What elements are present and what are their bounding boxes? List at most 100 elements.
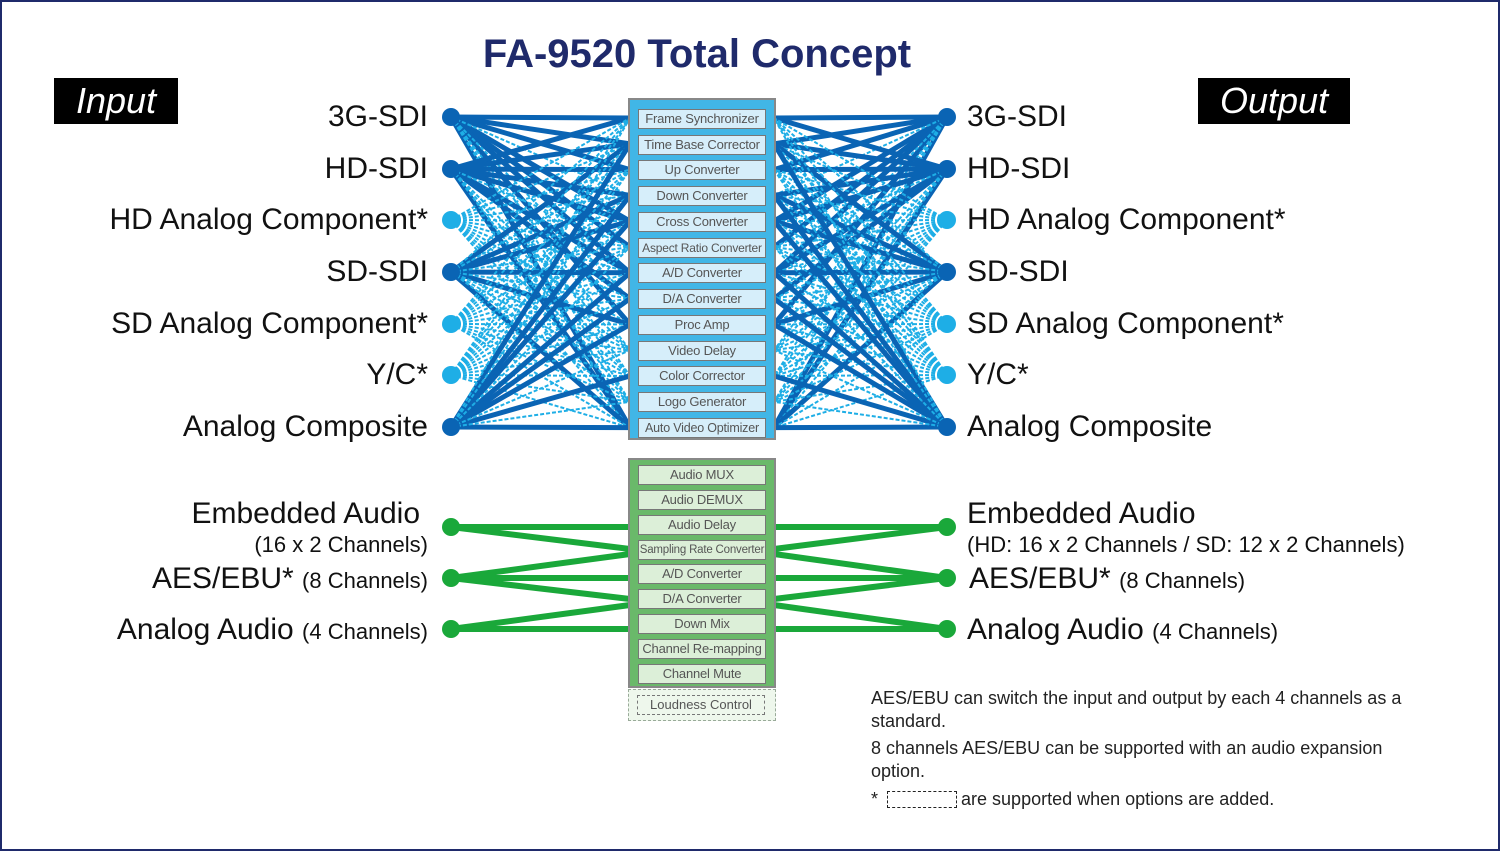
port-node [938, 418, 956, 436]
video-connection [450, 168, 631, 376]
video-connection [450, 142, 631, 221]
audio-output-label: Embedded Audio [967, 497, 1196, 530]
video-connection [773, 117, 948, 325]
output-label: SD-SDI [967, 255, 1069, 288]
video-connection [450, 219, 631, 429]
video-connection [772, 193, 949, 275]
video-function: Up Converter [638, 160, 766, 180]
audio-function: A/D Converter [638, 564, 766, 584]
video-connection [450, 117, 631, 221]
video-functions-box: Frame Synchronizer Time Base Corrector U… [628, 98, 776, 440]
audio-functions-box: Audio MUX Audio DEMUX Audio Delay Sampli… [628, 458, 776, 688]
port-node [938, 263, 956, 281]
asterisk: * [871, 789, 879, 809]
page-title: FA-9520 Total Concept [482, 32, 912, 76]
note-optional-text: are supported when options are added. [961, 789, 1275, 809]
audio-function: Sampling Rate Converter [638, 540, 766, 560]
audio-connection [773, 551, 948, 581]
audio-connection [450, 524, 631, 552]
video-connection [449, 141, 632, 275]
video-function: Aspect Ratio Converter [638, 238, 766, 258]
optional-function-box: Loudness Control [628, 689, 776, 721]
note-optional: * are supported when options are added. [871, 788, 1441, 811]
input-label: SD Analog Component* [111, 307, 428, 340]
audio-connection [450, 575, 631, 602]
input-label: Analog Composite [182, 410, 428, 443]
video-connection [450, 143, 631, 325]
video-connection [773, 220, 948, 376]
video-connection [773, 323, 948, 352]
port-node [442, 160, 460, 178]
output-tag: Output [1198, 78, 1351, 124]
video-connection [448, 142, 633, 429]
audio-function: Audio DEMUX [638, 490, 766, 510]
input-label: SD-SDI [326, 255, 428, 288]
input-label: 3G-SDI [327, 100, 428, 133]
video-connection-optional [450, 246, 631, 428]
video-connection [773, 373, 948, 430]
port-node [938, 108, 956, 126]
video-connection-optional [773, 169, 948, 428]
video-connection [449, 270, 632, 429]
audio-function: D/A Converter [638, 589, 766, 609]
audio-port-node [442, 518, 460, 536]
video-connection [450, 141, 631, 172]
video-connection-optional [773, 168, 948, 273]
port-node [442, 211, 460, 229]
video-function: Auto Video Optimizer [638, 418, 766, 438]
video-connection-optional [450, 117, 631, 428]
video-connection-optional [773, 400, 948, 428]
audio-input-label: AES/EBU* [151, 562, 294, 595]
audio-port-node [442, 620, 460, 638]
video-connection [450, 117, 631, 376]
audio-connection [773, 524, 948, 552]
video-connection [450, 143, 631, 376]
video-connection-optional [773, 117, 948, 428]
video-connection [772, 141, 949, 275]
audio-output-detail: (4 Channels) [1152, 619, 1279, 644]
video-connection [773, 114, 948, 147]
video-function: Logo Generator [638, 392, 766, 412]
video-function: Color Corrector [638, 366, 766, 386]
port-node [442, 108, 460, 126]
video-connection-optional [450, 349, 631, 428]
video-connection [449, 296, 632, 430]
video-connection [450, 373, 631, 430]
video-connection [450, 168, 631, 325]
video-connection [773, 143, 948, 376]
video-connection [772, 322, 949, 430]
video-connection [449, 193, 632, 429]
audio-port-node [442, 569, 460, 587]
video-connection [773, 297, 948, 376]
video-connection [450, 115, 631, 172]
audio-output-label: AES/EBU* [969, 562, 1111, 595]
audio-connection [773, 602, 948, 632]
video-connection [450, 117, 631, 325]
video-connection [449, 219, 632, 429]
video-function: Frame Synchronizer [638, 109, 766, 129]
loudness-control: Loudness Control [637, 695, 765, 715]
input-label: Y/C* [366, 358, 428, 391]
video-connection [773, 115, 948, 172]
output-label: Y/C* [967, 358, 1029, 391]
video-connection [773, 424, 948, 431]
video-connection [773, 220, 948, 325]
audio-function: Down Mix [638, 614, 766, 634]
video-function: A/D Converter [638, 263, 766, 283]
audio-output-label: Analog Audio [967, 613, 1144, 646]
note-aes-expansion: 8 channels AES/EBU can be supported with… [871, 738, 1383, 781]
output-label: 3G-SDI [967, 100, 1068, 133]
audio-connection [450, 602, 631, 632]
video-connection-optional [450, 169, 631, 428]
video-connection [773, 246, 948, 325]
video-connection [772, 296, 949, 430]
audio-port-node [938, 620, 956, 638]
dashed-box-legend [887, 791, 958, 808]
output-label: Analog Composite [967, 410, 1213, 443]
video-connection [450, 114, 631, 121]
port-node [442, 418, 460, 436]
video-connection [773, 142, 948, 221]
audio-input-detail: (16 x 2 Channels) [254, 532, 428, 557]
audio-output-detail: (8 Channels) [1119, 568, 1246, 593]
video-function: Down Converter [638, 186, 766, 206]
